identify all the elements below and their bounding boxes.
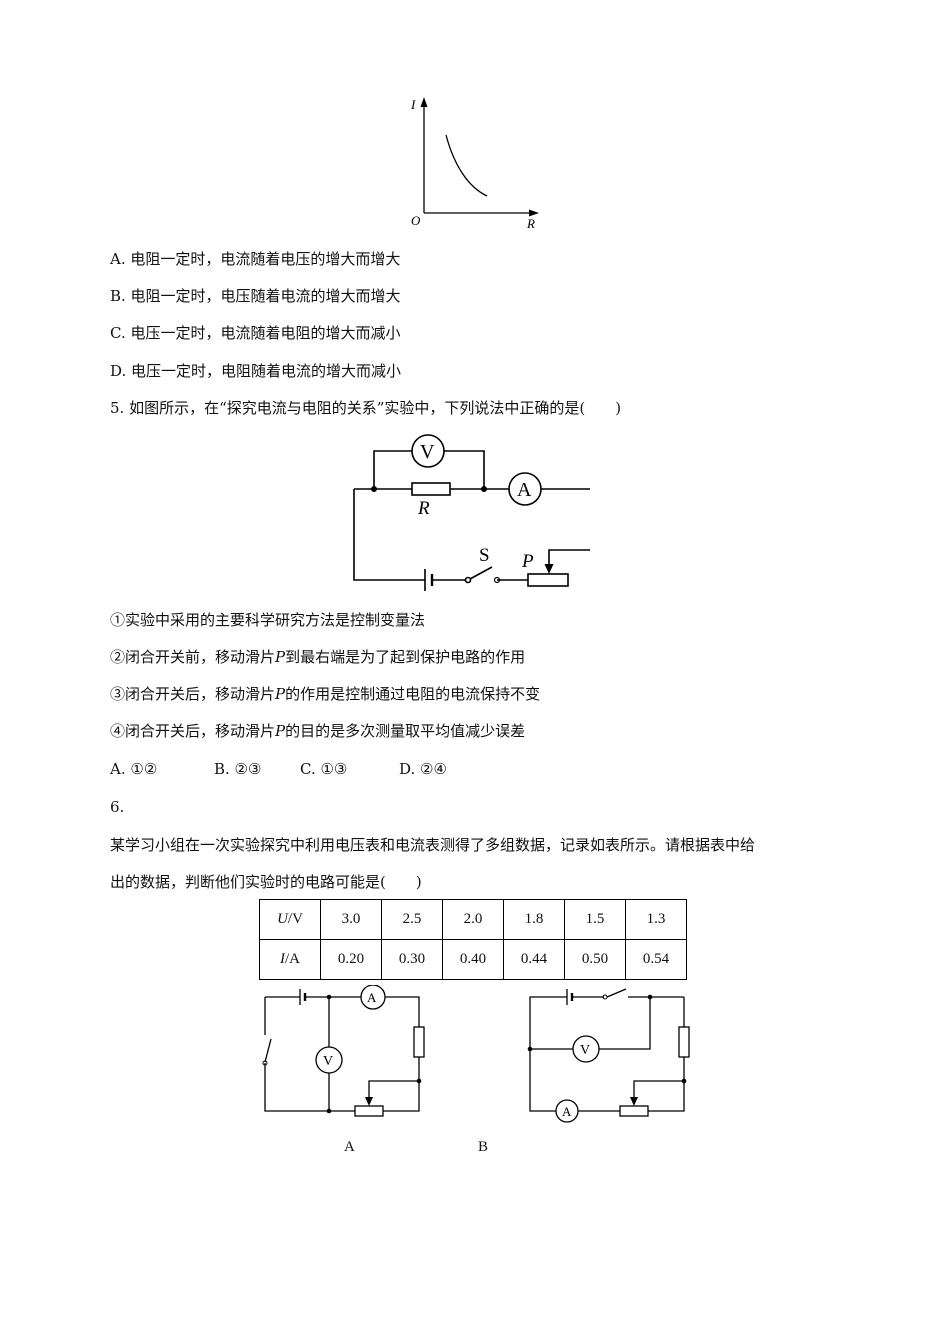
q5-statement-3: ③闭合开关后，移动滑片P的作用是控制通过电阻的电流保持不变: [110, 684, 540, 704]
q5-option-c: C. ①③: [300, 760, 348, 778]
statement-4-suffix: 的目的是多次测量取平均值减少误差: [285, 722, 526, 740]
q6-number: 6.: [110, 798, 125, 816]
i-header: I/A: [259, 939, 321, 980]
i-cell: 0.40: [442, 939, 504, 980]
statement-2-var: P: [275, 648, 286, 666]
choice-a-label: A: [344, 1139, 355, 1155]
u-cell: 1.5: [564, 899, 626, 940]
ammeter-label: A: [517, 479, 532, 501]
q4-option-d: D. 电压一定时，电阻随着电流的增大而减小: [110, 362, 402, 380]
statement-4-var: P: [275, 722, 286, 740]
q4-option-c: C. 电压一定时，电流随着电阻的增大而减小: [110, 324, 401, 342]
q5-stem: 5. 如图所示，在“探究电流与电阻的关系”实验中，下列说法中正确的是( ): [110, 399, 622, 417]
statement-2-prefix: ②闭合开关前，移动滑片: [110, 648, 276, 666]
voltmeter-a-label: V: [323, 1054, 333, 1069]
statement-3-prefix: ③闭合开关后，移动滑片: [110, 685, 276, 703]
table-row: U/V 3.0 2.5 2.0 1.8 1.5 1.3: [259, 899, 687, 940]
u-cell: 2.5: [381, 899, 443, 940]
statement-4-prefix: ④闭合开关后，移动滑片: [110, 722, 276, 740]
y-axis-label: I: [410, 97, 416, 112]
q5-circuit-diagram: V A R S P: [353, 434, 590, 591]
i-var: I: [280, 951, 285, 967]
u-var: U: [277, 911, 288, 927]
i-unit: /A: [285, 951, 300, 967]
q6-circuit-a: A V: [262, 985, 425, 1117]
statement-2-suffix: 到最右端是为了起到保护电路的作用: [285, 648, 526, 666]
statement-3-suffix: 的作用是控制通过电阻的电流保持不变: [285, 685, 541, 703]
q5-option-d: D. ②④: [399, 760, 447, 778]
choice-b-label: B: [478, 1139, 489, 1155]
q6-data-table: U/V 3.0 2.5 2.0 1.8 1.5 1.3 I/A 0.20 0.3…: [259, 899, 687, 980]
u-unit: /V: [287, 911, 303, 927]
statement-3-var: P: [275, 685, 286, 703]
q5-statement-4: ④闭合开关后，移动滑片P的目的是多次测量取平均值减少误差: [110, 721, 525, 741]
i-cell: 0.20: [320, 939, 382, 980]
q6-stem-line-1: 某学习小组在一次实验探究中利用电压表和电流表测得了多组数据，记录如表所示。请根据…: [110, 836, 756, 854]
x-axis-label: R: [526, 216, 535, 231]
i-r-graph: I O R: [410, 97, 539, 231]
resistor-label: R: [417, 498, 430, 519]
q5-option-b: B. ②③: [214, 760, 262, 778]
slider-label: P: [521, 551, 534, 572]
origin-label: O: [411, 213, 421, 228]
u-cell: 1.3: [625, 899, 687, 940]
q5-option-a: A. ①②: [110, 760, 158, 778]
ammeter-a-label: A: [367, 990, 377, 1005]
q5-statement-1: ①实验中采用的主要科学研究方法是控制变量法: [110, 611, 426, 629]
q5-statement-2: ②闭合开关前，移动滑片P到最右端是为了起到保护电路的作用: [110, 647, 525, 667]
q4-option-b: B. 电阻一定时，电压随着电流的增大而增大: [110, 287, 401, 305]
q5-options: A. ①② B. ②③ C. ①③ D. ②④: [110, 759, 447, 779]
q6-stem-line-2: 出的数据，判断他们实验时的电路可能是( ): [110, 873, 422, 891]
u-cell: 3.0: [320, 899, 382, 940]
q4-option-a: A. 电阻一定时，电流随着电压的增大而增大: [110, 250, 401, 268]
u-cell: 2.0: [442, 899, 504, 940]
u-header: U/V: [259, 899, 321, 940]
i-cell: 0.50: [564, 939, 626, 980]
i-cell: 0.30: [381, 939, 443, 980]
switch-label: S: [479, 545, 490, 566]
u-cell: 1.8: [503, 899, 565, 940]
i-cell: 0.44: [503, 939, 565, 980]
q6-circuit-b: V A: [527, 988, 690, 1123]
table-row: I/A 0.20 0.30 0.40 0.44 0.50 0.54: [259, 939, 687, 980]
i-cell: 0.54: [625, 939, 687, 980]
voltmeter-b-label: V: [580, 1043, 590, 1058]
voltmeter-label: V: [420, 441, 435, 463]
ammeter-b-label: A: [562, 1104, 572, 1119]
